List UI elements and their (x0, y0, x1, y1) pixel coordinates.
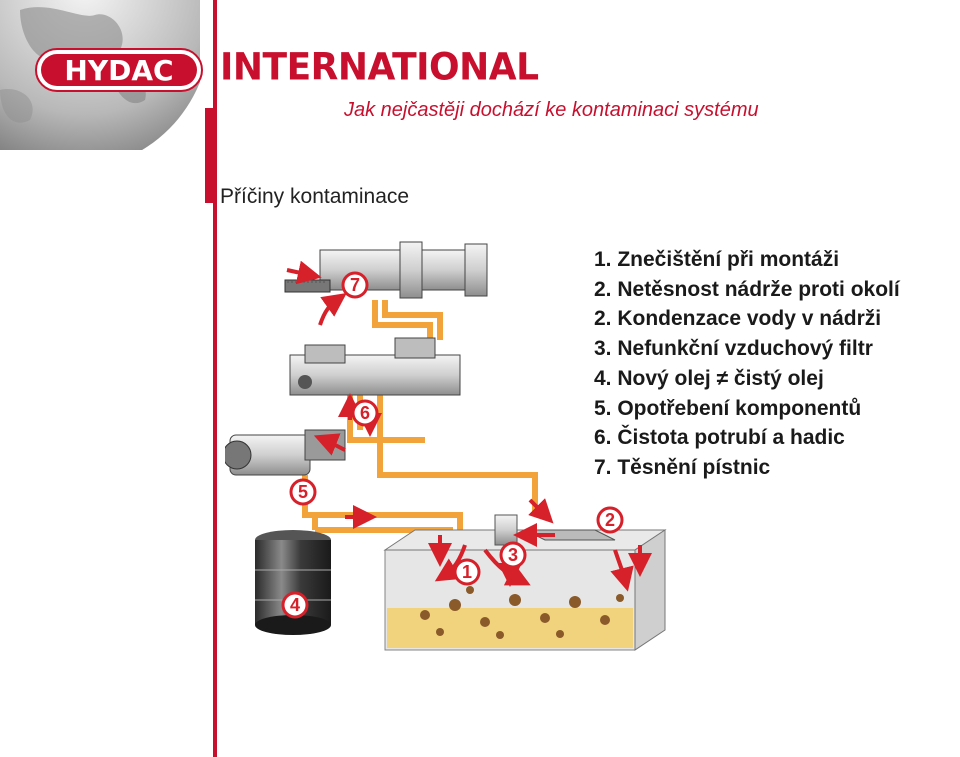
svg-text:3: 3 (508, 545, 518, 565)
contaminant-particles (420, 586, 624, 639)
page-subtitle: Jak nejčastěji dochází ke kontaminaci sy… (344, 99, 759, 121)
svg-text:2: 2 (605, 510, 615, 530)
cause-item: 5. Opotřebení komponentů (594, 396, 862, 420)
marker-5: 5 (289, 478, 317, 506)
cause-item: 7. Těsnění pístnic (594, 455, 771, 479)
accent-vertical-block (205, 108, 217, 203)
marker-4: 4 (281, 591, 309, 619)
marker-6: 6 (351, 399, 379, 427)
marker-3: 3 (499, 541, 527, 569)
marker-7: 7 (341, 271, 369, 299)
hydac-logo: HYDAC (35, 48, 205, 92)
valve-block (289, 337, 461, 396)
cause-item: 2. Netěsnost nádrže proti okolí (594, 277, 900, 301)
hydraulic-system-diagram: 7 6 5 4 1 3 2 (222, 230, 675, 670)
section-title: Příčiny kontaminace (220, 185, 410, 208)
svg-text:1: 1 (462, 562, 472, 582)
oil-drum (255, 530, 331, 635)
marker-1: 1 (453, 558, 481, 586)
brand-international: INTERNATIONAL (220, 46, 539, 90)
contamination-arrows (286, 260, 652, 592)
cause-item: 1. Znečištění při montáži (594, 248, 840, 271)
cause-item: 2. Kondenzace vody v nádrži (594, 307, 882, 331)
pump-motor (222, 429, 346, 476)
logo-text: HYDAC (64, 54, 173, 87)
causes-list: 1. Znečištění při montáži 2. Netěsnost n… (594, 245, 900, 483)
svg-text:6: 6 (360, 403, 370, 423)
marker-2: 2 (596, 506, 624, 534)
cause-item: 4. Nový olej ≠ čistý olej (594, 366, 824, 390)
cylinder (284, 241, 488, 299)
svg-text:4: 4 (290, 595, 300, 615)
accent-vertical-line (213, 0, 217, 757)
svg-text:7: 7 (350, 275, 360, 295)
cause-item: 3. Nefunkční vzduchový filtr (594, 337, 873, 361)
cause-item: 6. Čistota potrubí a hadic (594, 426, 845, 450)
svg-text:5: 5 (298, 482, 308, 502)
